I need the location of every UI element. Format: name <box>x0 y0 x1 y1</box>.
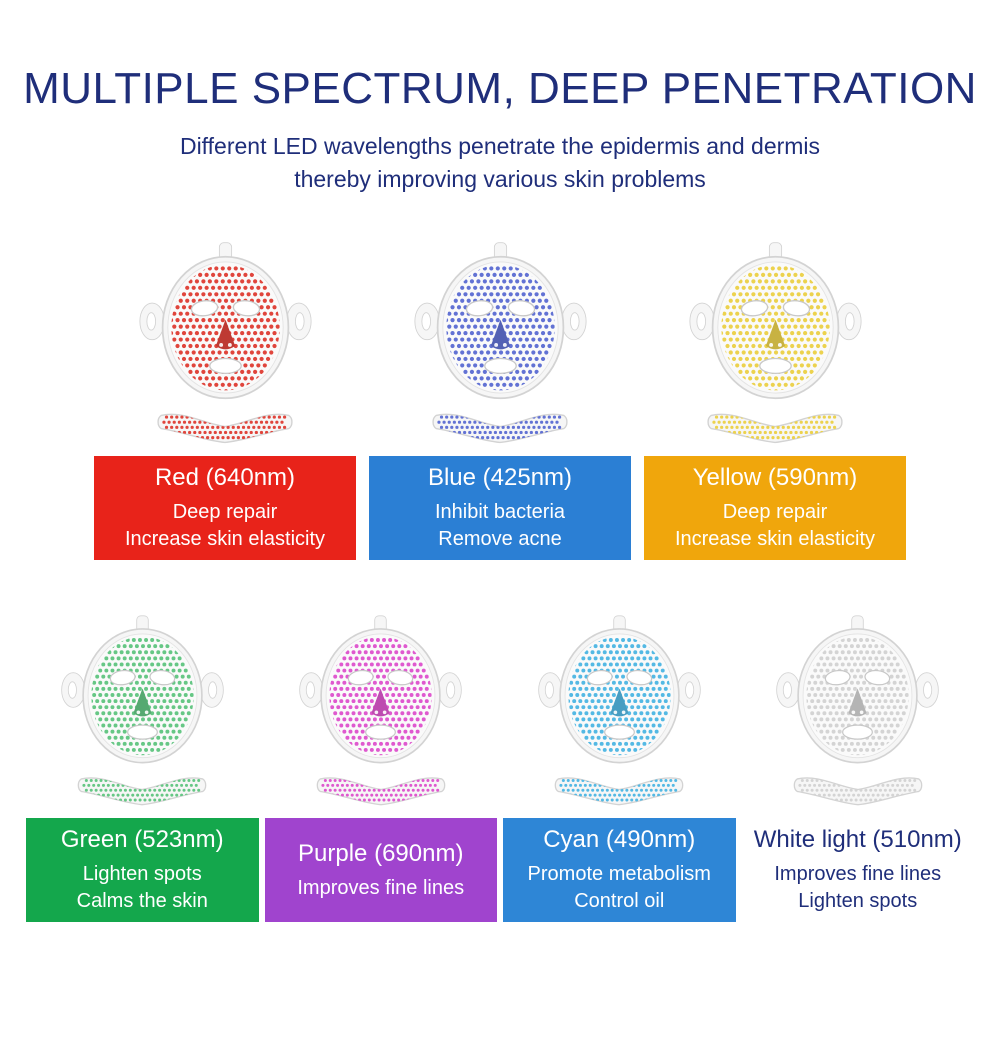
mask-face-svg <box>537 615 701 764</box>
banner-benefit: Calms the skin <box>76 889 208 912</box>
mask-face-svg <box>776 615 940 764</box>
mouth-hole <box>758 358 792 375</box>
mouth-hole <box>842 724 874 741</box>
mask-figure-cyan <box>537 614 702 810</box>
mask-chin-svg <box>77 777 207 806</box>
mask-figure-red <box>138 241 313 448</box>
banner-benefit: Improves fine lines <box>774 863 942 886</box>
banner-benefit: Improves fine lines <box>297 876 465 899</box>
banner-benefit: Inhibit bacteria <box>434 501 566 524</box>
banner-title: Yellow (590nm) <box>692 464 858 492</box>
eye-hole-right <box>864 670 891 686</box>
eye-hole-left <box>740 300 768 317</box>
nose-piece <box>610 688 629 717</box>
mouth-hole <box>126 724 158 741</box>
eye-hole-right <box>782 300 810 317</box>
mask-chin-svg <box>554 777 684 806</box>
nose-piece <box>765 319 785 350</box>
eye-hole-right <box>626 670 652 686</box>
mouth-hole <box>365 724 397 741</box>
banner-benefit: Deep repair <box>722 501 828 524</box>
banner-benefit: Increase skin elasticity <box>674 527 876 550</box>
eye-hole-right <box>149 670 175 686</box>
page-title: MULTIPLE SPECTRUM, DEEP PENETRATION <box>23 64 977 113</box>
chin-shell <box>316 777 446 806</box>
chin-shell <box>432 414 568 444</box>
banner-title: Purple (690nm) <box>298 839 464 867</box>
banner-benefit: Deep repair <box>172 501 278 524</box>
eye-hole-right <box>232 300 260 317</box>
mask-face-svg <box>60 615 224 764</box>
chin-shell <box>157 414 293 444</box>
banner-title: Red (640nm) <box>154 464 296 492</box>
banner-benefit: Lighten spots <box>82 863 202 886</box>
mask-face-svg <box>413 242 587 400</box>
banner-benefit: Promote metabolism <box>527 863 711 886</box>
subtitle-line-2: thereby improving various skin problems <box>294 165 706 192</box>
mask-chin-svg <box>157 414 293 444</box>
mask-figure-yellow <box>688 241 863 448</box>
eye-hole-left <box>190 300 218 317</box>
chin-shell <box>77 777 207 806</box>
mask-chin-svg <box>432 414 568 444</box>
nose-piece <box>215 319 235 350</box>
mask-face-svg <box>138 242 312 400</box>
eye-hole-left <box>825 670 851 686</box>
eye-hole-left <box>586 670 613 686</box>
mask-face-svg <box>299 615 463 764</box>
chin-shell <box>793 777 923 806</box>
mask-chin-svg <box>316 777 446 806</box>
eye-hole-left <box>348 670 374 686</box>
eye-hole-left <box>109 670 136 686</box>
banner-benefit: Increase skin elasticity <box>124 527 326 550</box>
page-subtitle: Different LED wavelengths penetrate the … <box>0 130 1000 195</box>
banner-title: Blue (425nm) <box>427 464 573 492</box>
banner-title: Cyan (490nm) <box>543 826 696 854</box>
banner-benefit: Control oil <box>574 889 665 912</box>
eye-hole-left <box>465 300 493 317</box>
nose-piece <box>848 688 867 717</box>
mask-figure-white <box>775 614 940 810</box>
chin-shell <box>707 414 843 444</box>
subtitle-line-1: Different LED wavelengths penetrate the … <box>179 133 821 159</box>
banner-benefit: Lighten spots <box>798 889 918 912</box>
mouth-hole <box>603 724 635 741</box>
mouth-hole <box>208 358 242 375</box>
chin-shell <box>554 777 684 806</box>
mask-card-purple: Purple (690nm) Improves fine lines <box>264 614 497 923</box>
mask-chin-svg <box>707 414 843 444</box>
mask-chin-svg <box>793 777 923 806</box>
banner-benefit: Remove acne <box>438 527 562 550</box>
nose-piece <box>490 319 510 350</box>
spectrum-banner-purple: Purple (690nm) Improves fine lines <box>264 818 497 923</box>
nose-piece <box>371 688 390 717</box>
mask-face-svg <box>688 242 862 400</box>
mask-figure-green <box>60 614 225 810</box>
eye-hole-right <box>507 300 535 317</box>
nose-piece <box>133 688 152 717</box>
mask-figure-blue <box>413 241 588 448</box>
page-header: MULTIPLE SPECTRUM, DEEP PENETRATION Diff… <box>0 64 1000 195</box>
eye-hole-right <box>387 670 414 686</box>
banner-title: White light (510nm) <box>753 826 962 854</box>
mouth-hole <box>483 358 517 375</box>
mask-figure-purple <box>298 614 463 810</box>
banner-title: Green (523nm) <box>60 826 224 854</box>
led-dots <box>162 415 287 440</box>
